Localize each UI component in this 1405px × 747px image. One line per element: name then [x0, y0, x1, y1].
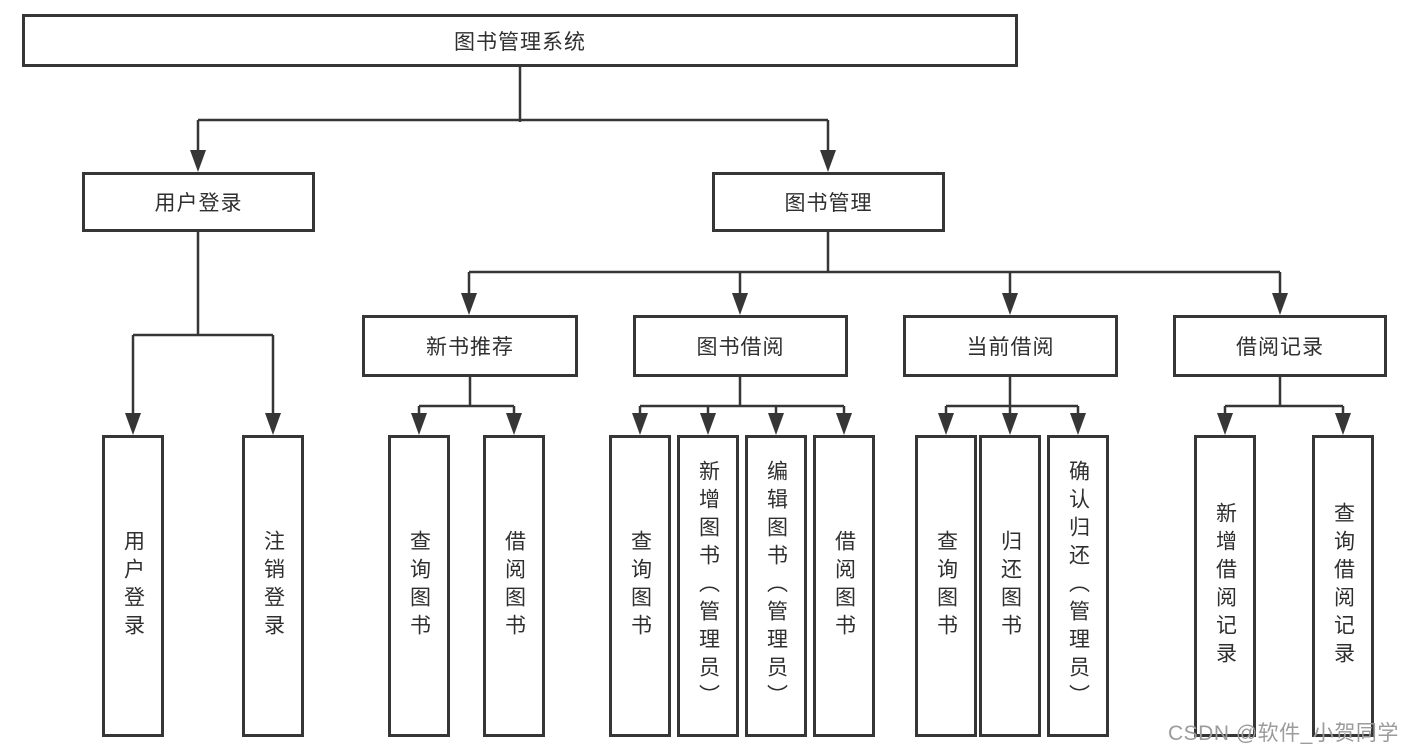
leaf-records-query: 查询借阅记录 [1312, 435, 1374, 737]
node-root-label: 图书管理系统 [454, 30, 586, 54]
node-user-login-label: 用户登录 [154, 192, 243, 215]
node-borrow-records: 借阅记录 [1173, 315, 1387, 377]
node-root: 图书管理系统 [22, 14, 1018, 67]
node-current-borrow-label: 当前借阅 [966, 336, 1055, 359]
leaf-currentborrow-query: 查询图书 [915, 435, 977, 737]
node-new-books-label: 新书推荐 [426, 336, 514, 359]
leaf-records-query-label: 查询借阅记录 [1331, 502, 1355, 670]
leaf-bookborrow-borrow-label: 借阅图书 [832, 530, 856, 642]
node-borrow-records-label: 借阅记录 [1236, 336, 1324, 359]
leaf-logout: 注销登录 [242, 435, 304, 737]
node-user-login: 用户登录 [82, 172, 315, 232]
leaf-currentborrow-query-label: 查询图书 [934, 530, 958, 642]
leaf-newbooks-query: 查询图书 [388, 435, 450, 737]
leaf-currentborrow-confirm-label: 确认归还（管理员） [1066, 460, 1090, 712]
watermark: CSDN @软件_小贺同学 [1168, 722, 1399, 745]
leaf-newbooks-query-label: 查询图书 [407, 530, 431, 642]
leaf-records-add: 新增借阅记录 [1194, 435, 1256, 737]
leaf-user-login: 用户登录 [102, 435, 164, 737]
leaf-bookborrow-borrow: 借阅图书 [813, 435, 875, 737]
leaf-currentborrow-return-label: 归还图书 [998, 530, 1022, 642]
leaf-bookborrow-edit-label: 编辑图书（管理员） [764, 460, 788, 712]
leaf-bookborrow-query: 查询图书 [609, 435, 671, 737]
leaf-bookborrow-add: 新增图书（管理员） [677, 435, 739, 737]
leaf-newbooks-borrow-label: 借阅图书 [502, 530, 526, 642]
leaf-bookborrow-edit: 编辑图书（管理员） [745, 435, 807, 737]
node-book-borrow: 图书借阅 [633, 315, 848, 377]
node-new-books: 新书推荐 [362, 315, 578, 377]
node-book-management-label: 图书管理 [784, 192, 873, 215]
leaf-bookborrow-query-label: 查询图书 [628, 530, 652, 642]
node-book-borrow-label: 图书借阅 [696, 336, 785, 359]
leaf-records-add-label: 新增借阅记录 [1213, 502, 1237, 670]
leaf-currentborrow-confirm: 确认归还（管理员） [1047, 435, 1109, 737]
arrowheads [125, 150, 1351, 435]
leaf-logout-label: 注销登录 [261, 530, 285, 642]
leaf-user-login-label: 用户登录 [121, 530, 145, 642]
leaf-bookborrow-add-label: 新增图书（管理员） [696, 460, 720, 712]
leaf-newbooks-borrow: 借阅图书 [483, 435, 545, 737]
node-book-management: 图书管理 [712, 172, 945, 232]
node-current-borrow: 当前借阅 [903, 315, 1118, 377]
leaf-currentborrow-return: 归还图书 [979, 435, 1041, 737]
